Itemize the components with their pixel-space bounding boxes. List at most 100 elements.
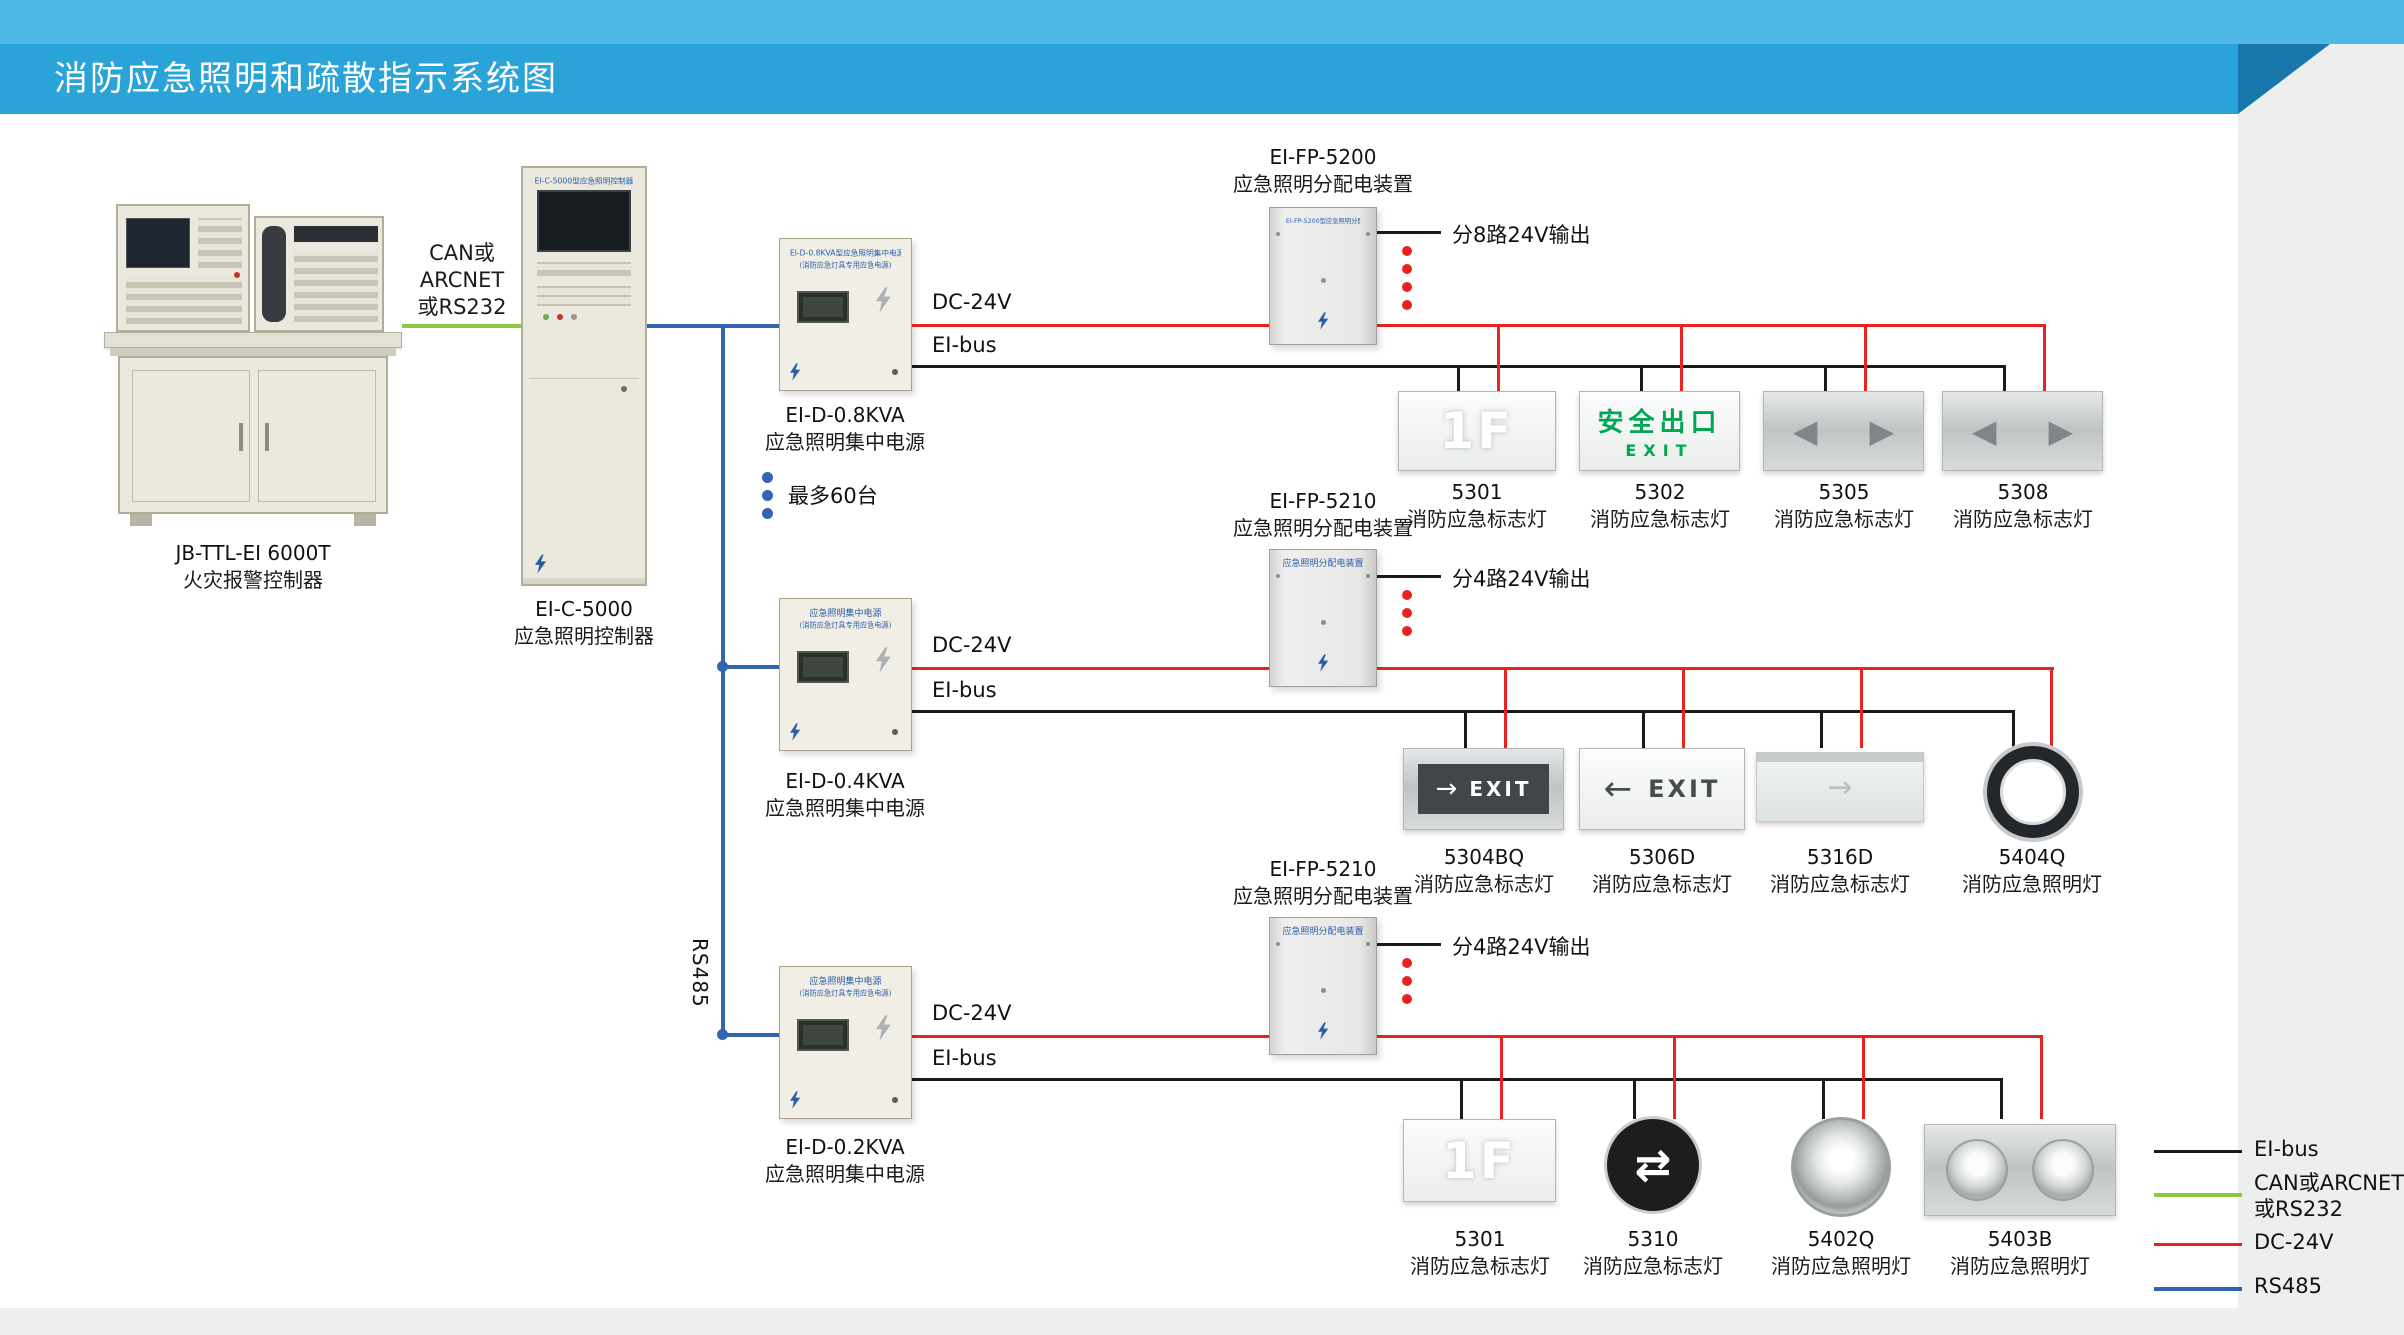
output-channel-dot xyxy=(1402,264,1412,274)
eibus-label-row1: EI-bus xyxy=(932,333,997,357)
eibus-drop xyxy=(1633,1078,1636,1119)
light-model: 5301 xyxy=(1451,480,1503,504)
fp-name: 应急照明分配电装置 xyxy=(1233,884,1413,908)
dc24v-label-row3: DC-24V xyxy=(932,1001,1012,1025)
brand-logo-icon xyxy=(1318,654,1329,676)
psu-model: EI-D-0.8KVA xyxy=(785,403,905,427)
rs485-label: RS485 xyxy=(688,938,712,1008)
eibus-drop xyxy=(1640,365,1643,391)
sign-exit-cn: 安全出口 xyxy=(1597,408,1722,438)
light-type: 消防应急照明灯 xyxy=(1771,1254,1911,1278)
output-channel-dot xyxy=(1402,608,1412,618)
lamp-circle xyxy=(1946,1139,2008,1201)
wire-eibus-row3 xyxy=(912,1078,2002,1081)
light-model: 5402Q xyxy=(1807,1227,1875,1251)
sign-exit-en: EXIT xyxy=(1469,777,1532,801)
console-left-unit xyxy=(116,204,250,332)
fp3-output-line xyxy=(1377,943,1441,946)
fp-panel-text: 应急照明分配电装置 xyxy=(1282,559,1364,569)
psu-panel-line1: 应急照明集中电源 xyxy=(809,609,882,619)
console-apron xyxy=(110,348,396,356)
fp-model: EI-FP-5210 xyxy=(1269,857,1377,881)
light-caption: 5402Q 消防应急照明灯 xyxy=(1771,1226,1911,1280)
wire-dc24v-row2 xyxy=(912,667,2054,670)
screw xyxy=(1366,232,1370,236)
legend-label-eibus: EI-bus xyxy=(2254,1137,2319,1161)
wire-dc24v-row1 xyxy=(912,324,2045,327)
light-5301-row3: 1F xyxy=(1403,1119,1556,1202)
legend-label-rs485: RS485 xyxy=(2254,1274,2323,1298)
light-5316d: → xyxy=(1756,752,1924,822)
dc24v-drop xyxy=(2040,1035,2043,1119)
light-type: 消防应急照明灯 xyxy=(1950,1254,2090,1278)
page-title: 消防应急照明和疏散指示系统图 xyxy=(54,59,558,99)
light-type: 消防应急标志灯 xyxy=(1774,507,1914,531)
distributor-fp5210-b: 应急照明分配电装置 xyxy=(1269,917,1377,1055)
console-right-unit xyxy=(254,216,384,332)
console-desk-top xyxy=(104,332,402,348)
output-channel-dot xyxy=(1402,300,1412,310)
fp3-label: EI-FP-5210 应急照明分配电装置 xyxy=(1233,856,1413,910)
dc24v-drop xyxy=(2050,667,2053,748)
light-caption: 5403B 消防应急照明灯 xyxy=(1950,1226,2090,1280)
fp1-label: EI-FP-5200 应急照明分配电装置 xyxy=(1233,144,1413,198)
screw xyxy=(1276,942,1280,946)
psu-panel-line1: EI-D-0.8KVA型应急照明集中电源 xyxy=(789,249,902,259)
psu-panel-line2: (消防应急灯具专用应急电源) xyxy=(799,989,892,998)
cabinet-button-strip xyxy=(537,262,631,276)
more-units-dot xyxy=(762,472,773,483)
brand-logo-icon xyxy=(790,723,801,745)
console-leg xyxy=(354,514,376,526)
legend-line-eibus xyxy=(2154,1150,2242,1153)
wire-can-arcnet xyxy=(402,324,521,328)
psu-display xyxy=(797,1019,849,1051)
light-type: 消防应急标志灯 xyxy=(1583,1254,1723,1278)
phone-handset xyxy=(262,226,286,322)
light-model: 5404Q xyxy=(1998,845,2066,869)
fp1-output-label: 分8路24V输出 xyxy=(1452,223,1591,247)
output-channel-dot xyxy=(1402,626,1412,636)
distributor-fp5210-a: 应急照明分配电装置 xyxy=(1269,549,1377,687)
fp2-output-line xyxy=(1377,575,1441,578)
controller-model: JB-TTL-EI 6000T xyxy=(175,541,331,565)
lamp-circle xyxy=(2032,1139,2094,1201)
cabinet-panel-text: EI-C-5000型应急照明控制器 xyxy=(534,177,634,187)
arrow-right-icon: → xyxy=(1435,774,1458,804)
light-caption: 5304BQ 消防应急标志灯 xyxy=(1414,844,1554,898)
legend-line-rs485 xyxy=(2154,1287,2242,1291)
light-type: 消防应急标志灯 xyxy=(1590,507,1730,531)
light-caption: 5306D 消防应急标志灯 xyxy=(1592,844,1732,898)
output-channel-dot xyxy=(1402,958,1412,968)
cabinet-model: EI-C-5000 xyxy=(535,597,633,621)
light-type: 消防应急标志灯 xyxy=(1410,1254,1550,1278)
light-model: 5316D xyxy=(1806,845,1874,869)
eibus-drop xyxy=(1460,1078,1463,1119)
wire-eibus-row2 xyxy=(912,710,2014,713)
light-caption: 5308 消防应急标志灯 xyxy=(1953,479,2093,533)
dc24v-drop xyxy=(1500,1035,1503,1119)
arrow-left-icon: ◀ xyxy=(1971,412,1997,450)
light-caption: 5404Q 消防应急照明灯 xyxy=(1962,844,2102,898)
light-caption: 5301 消防应急标志灯 xyxy=(1410,1226,1550,1280)
light-type: 消防应急标志灯 xyxy=(1407,507,1547,531)
psu-0.4kva: 应急照明集中电源 (消防应急灯具专用应急电源) xyxy=(779,598,912,751)
console-led-red xyxy=(234,272,240,278)
fp-model: EI-FP-5210 xyxy=(1269,489,1377,513)
dc24v-drop xyxy=(1680,324,1683,391)
dc24v-drop xyxy=(1862,1035,1865,1119)
max60-label: 最多60台 xyxy=(788,484,878,508)
sign-mount-bar xyxy=(1757,753,1923,762)
cabinet-base xyxy=(523,578,645,584)
fp-model: EI-FP-5200 xyxy=(1269,145,1377,169)
rs485-junction-dot xyxy=(717,661,728,672)
header-top-strip xyxy=(0,0,2404,44)
cabinet-keyhole xyxy=(621,386,627,392)
arrow-right-icon: ▶ xyxy=(1869,412,1895,450)
eibus-drop xyxy=(1642,710,1645,748)
psu-name: 应急照明集中电源 xyxy=(765,430,925,454)
light-5404q xyxy=(1987,746,2079,838)
psu-display xyxy=(797,651,849,683)
eibus-drop xyxy=(1457,365,1460,391)
output-channel-dot xyxy=(1402,282,1412,292)
fp3-output-label: 分4路24V输出 xyxy=(1452,935,1591,959)
